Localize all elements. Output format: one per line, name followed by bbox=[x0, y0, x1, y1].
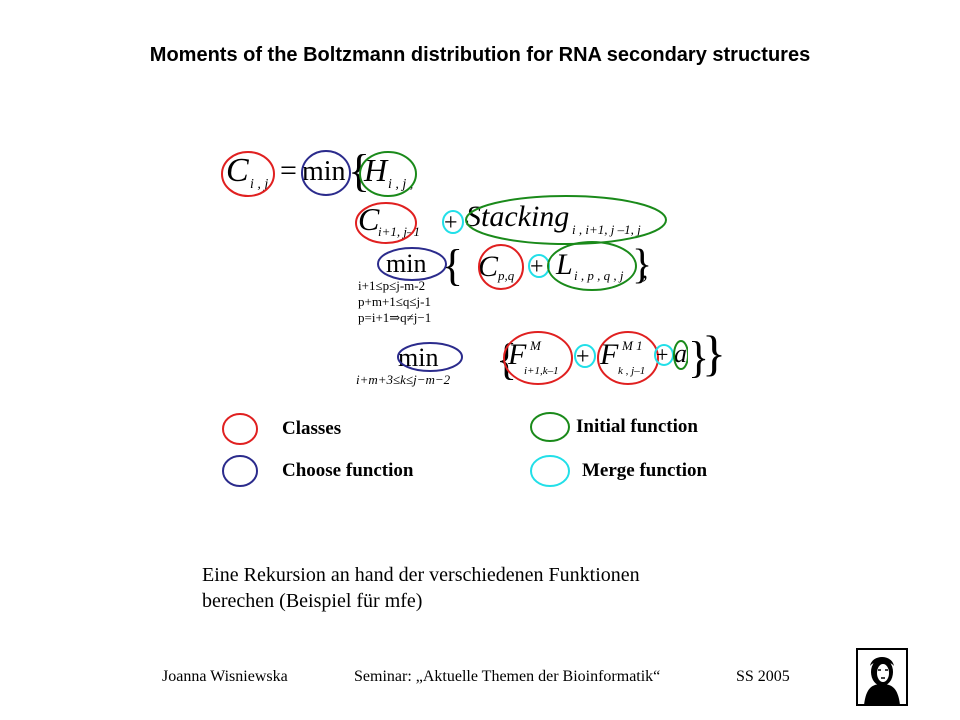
formula-f2-subscript: k , j–1 bbox=[618, 365, 645, 377]
university-logo bbox=[856, 648, 908, 706]
legend-swatch-initial-function bbox=[530, 412, 570, 442]
formula-h-symbol: H bbox=[363, 152, 389, 188]
legend-label-choose-function: Choose function bbox=[282, 460, 414, 481]
slide-title: Moments of the Boltzmann distribution fo… bbox=[149, 44, 811, 66]
footer-term: SS 2005 bbox=[736, 668, 790, 685]
legend-swatch-classes bbox=[222, 413, 258, 445]
choose-marker-min-2 bbox=[377, 247, 447, 281]
formula-brace-4: { bbox=[496, 335, 517, 384]
formula-brace-close-4b: } bbox=[702, 325, 726, 381]
legend-label-merge-function: Merge function bbox=[582, 460, 708, 481]
formula-plus-3: + bbox=[576, 344, 590, 370]
formula-min-3: min bbox=[398, 343, 438, 372]
formula-plus-1: + bbox=[444, 210, 458, 236]
formula-f2-superscript: M 1 bbox=[621, 338, 643, 353]
formula-brace-1: { bbox=[348, 145, 370, 196]
legend-swatch-merge-function bbox=[530, 455, 570, 487]
formula-closing-braces: } } bbox=[688, 325, 726, 382]
formula-stacking-subscript: i , i+1, j –1, j bbox=[572, 222, 641, 237]
formula-f1-symbol: F bbox=[507, 338, 527, 371]
legend-label-classes: Classes bbox=[282, 418, 342, 439]
formula-plus-2: + bbox=[530, 254, 544, 280]
formula-comma: , bbox=[642, 258, 648, 284]
formula-a-symbol: a bbox=[674, 339, 687, 368]
formula-brace-2: { bbox=[442, 241, 463, 290]
formula-cpq-subscript: p,q bbox=[497, 268, 515, 283]
formula-c-subscript: i , j bbox=[250, 177, 268, 192]
formula-l-symbol: L bbox=[555, 248, 573, 281]
legend-label-initial-function: Initial function bbox=[576, 416, 698, 437]
footer-author: Joanna Wisniewska bbox=[162, 668, 288, 685]
initial-marker-stacking bbox=[465, 195, 667, 245]
merge-marker-plus-1 bbox=[442, 210, 464, 234]
footer-seminar: Seminar: „Aktuelle Themen der Bioinforma… bbox=[354, 668, 661, 685]
recursion-formula: C i , j = min { H i , j , C i+1, j–1 + S… bbox=[221, 145, 688, 387]
initial-marker-l bbox=[547, 241, 637, 291]
formula-c-symbol: C bbox=[226, 152, 249, 189]
formula-equals: = bbox=[280, 154, 297, 187]
formula-min-3-subscript: i+m+3≤k≤j−m−2 bbox=[356, 372, 451, 387]
formula-f2-symbol: F bbox=[599, 338, 619, 371]
caption-line-1: Eine Rekursion an hand der verschiedenen… bbox=[202, 564, 640, 586]
formula-h-subscript: i , j , bbox=[388, 177, 413, 192]
legend: Classes Initial function Choose function… bbox=[212, 404, 752, 492]
formula-f1-subscript: i+1,k–1 bbox=[524, 365, 559, 377]
formula-brace-close-2: } bbox=[632, 242, 652, 288]
initial-marker-h bbox=[359, 151, 417, 197]
caption-line-2: berechen (Beispiel für mfe) bbox=[202, 590, 423, 612]
class-marker-f2 bbox=[597, 331, 659, 385]
class-marker-c bbox=[221, 151, 275, 197]
formula-cpq-symbol: C bbox=[478, 250, 499, 283]
choose-marker-min-1 bbox=[301, 150, 351, 196]
formula-min-1: min bbox=[302, 156, 346, 187]
formula-brace-close-4a: } bbox=[688, 333, 709, 382]
legend-swatch-choose-function bbox=[222, 455, 258, 487]
class-marker-cpq bbox=[478, 244, 524, 290]
caption: Eine Rekursion an hand der verschiedenen… bbox=[202, 562, 802, 614]
choose-marker-min-3 bbox=[397, 342, 463, 372]
formula-stacking: Stacking bbox=[466, 200, 569, 233]
formula-condition-3: p=i+1⇒q≠j−1 bbox=[358, 310, 431, 325]
formula-plus-4: + bbox=[656, 342, 668, 367]
formula-condition-1: i+1≤p≤j-m-2 bbox=[358, 278, 425, 293]
formula-condition-2: p+m+1≤q≤j-1 bbox=[358, 294, 431, 309]
class-marker-f1 bbox=[503, 331, 573, 385]
merge-marker-plus-3 bbox=[574, 344, 596, 368]
formula-l-subscript: i , p , q , j bbox=[574, 268, 624, 283]
formula-min-2: min bbox=[386, 249, 426, 278]
class-marker-c2 bbox=[355, 202, 417, 244]
formula-f1-superscript: M bbox=[529, 338, 542, 353]
initial-marker-a bbox=[673, 340, 688, 370]
